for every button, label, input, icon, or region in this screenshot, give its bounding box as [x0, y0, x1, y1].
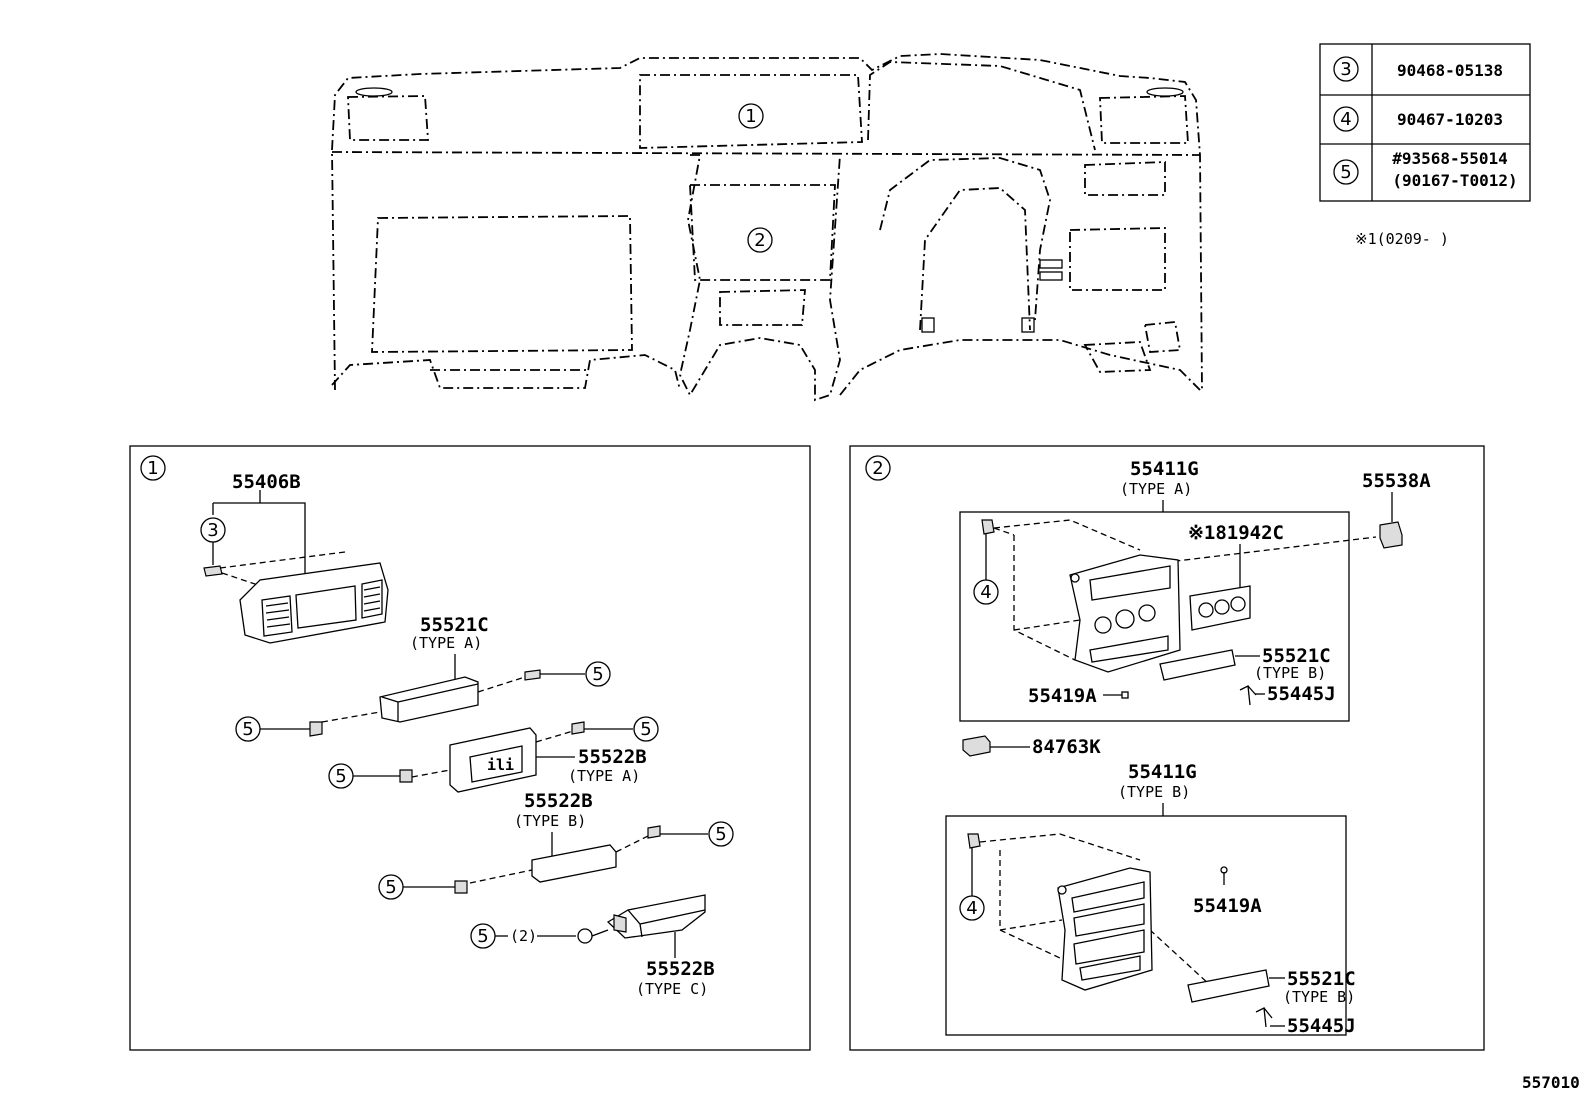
svg-text:5: 5 — [242, 719, 253, 740]
ref-1-label: 1 — [745, 106, 756, 127]
label-55521C-b1: 55521C — [1262, 645, 1331, 667]
label-55521C-a: 55521C — [420, 614, 489, 636]
label-55538A: 55538A — [1362, 470, 1431, 492]
callout-4-a: 4 — [980, 582, 991, 603]
table-part-5-alt: (90167-T0012) — [1392, 171, 1517, 190]
label-181942C: ※181942C — [1188, 522, 1284, 544]
table-ref-4: 4 — [1340, 109, 1351, 130]
svg-text:5: 5 — [592, 664, 603, 685]
svg-text:5: 5 — [335, 766, 346, 787]
parts-table: 3 90468-05138 4 90467-10203 5 #93568-550… — [1319, 43, 1531, 202]
center-vent-cluster — [239, 562, 389, 644]
label-55522B-c-type: (TYPE C) — [636, 980, 708, 998]
audio-climate-bezel-a — [1069, 554, 1181, 673]
panel-2: 2 55411G (TYPE A) 55538A ※181942C 4 — [849, 445, 1485, 1051]
label-55522B-a: 55522B — [578, 746, 647, 768]
figure-code: 557010 — [1522, 1073, 1580, 1092]
ref-2-label: 2 — [754, 230, 765, 251]
table-part-5: #93568-55014 — [1392, 149, 1508, 168]
label-55411G-b: 55411G — [1128, 761, 1197, 783]
ref-2-circle — [747, 227, 773, 253]
label-55411G-b-type: (TYPE B) — [1118, 783, 1190, 801]
label-55521C-a-type: (TYPE A) — [410, 634, 482, 652]
date-note: ※1(0209- ) — [1355, 230, 1449, 248]
callout-3: 3 — [207, 520, 218, 541]
label-55411G-a-type: (TYPE A) — [1120, 480, 1192, 498]
qty-2: (2) — [510, 927, 537, 945]
svg-text:5: 5 — [715, 824, 726, 845]
label-55522B-a-type: (TYPE A) — [568, 767, 640, 785]
climate-panel-insert — [1189, 585, 1251, 631]
label-55521C-b1-type: (TYPE B) — [1254, 664, 1326, 682]
ref-1-circle — [738, 103, 764, 129]
label-55406B: 55406B — [232, 471, 301, 493]
label-55522B-b-type: (TYPE B) — [514, 812, 586, 830]
label-55445J-2: 55445J — [1287, 1015, 1356, 1037]
label-55521C-b2: 55521C — [1287, 968, 1356, 990]
svg-text:ili: ili — [487, 756, 514, 774]
label-55445J-1: 55445J — [1267, 683, 1336, 705]
label-55419A-1: 55419A — [1028, 685, 1097, 707]
label-55521C-b2-type: (TYPE B) — [1283, 988, 1355, 1006]
svg-text:5: 5 — [640, 719, 651, 740]
audio-climate-bezel-b — [1057, 867, 1153, 991]
panel-2-ref: 2 — [872, 458, 883, 479]
panel-1-ref: 1 — [147, 458, 158, 479]
label-55522B-c: 55522B — [646, 958, 715, 980]
label-55411G-a: 55411G — [1130, 458, 1199, 480]
label-55419A-2: 55419A — [1193, 895, 1262, 917]
table-ref-5: 5 — [1340, 162, 1351, 183]
table-ref-3: 3 — [1340, 59, 1351, 80]
svg-text:5: 5 — [385, 877, 396, 898]
table-part-4: 90467-10203 — [1397, 110, 1503, 129]
label-55522B-b: 55522B — [524, 790, 593, 812]
table-part-3: 90468-05138 — [1397, 61, 1503, 80]
callout-4-b: 4 — [966, 898, 977, 919]
panel-1: 1 55406B 3 55521C (TYPE A) 5 5 — [129, 445, 811, 1051]
svg-text:5: 5 — [477, 926, 488, 947]
label-84763K: 84763K — [1032, 736, 1101, 758]
dashboard-outline: 1 2 — [331, 53, 1203, 402]
